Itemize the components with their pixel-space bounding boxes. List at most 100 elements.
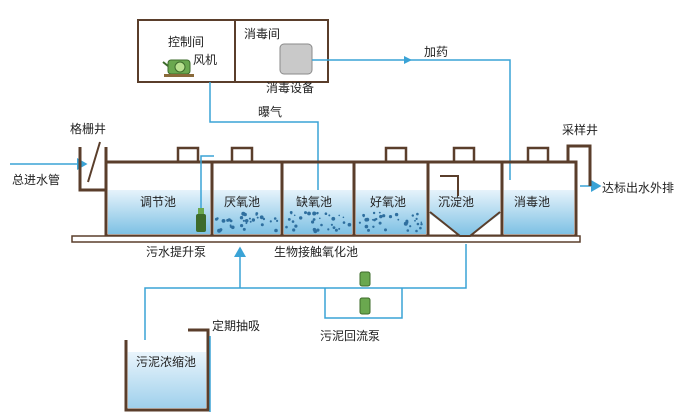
bubble (324, 212, 328, 215)
bubble (338, 227, 341, 230)
sampling-well-label: 采样井 (562, 122, 598, 137)
aerobic-tank-label: 好氧池 (370, 195, 406, 209)
sludge-return-pump-label: 污泥回流泵 (320, 329, 380, 343)
bubble (338, 214, 341, 217)
anaerobic-tank-water (214, 190, 280, 234)
bubble (365, 217, 370, 222)
settling-hopper (429, 211, 501, 237)
screen-bars (87, 141, 101, 183)
bubble (262, 217, 266, 221)
dosing-pipe (312, 59, 511, 180)
bubble (244, 219, 249, 223)
lift-pump-label: 污水提升泵 (146, 244, 206, 259)
main-inlet-label: 总进水管 (12, 172, 60, 187)
bubble (367, 228, 370, 232)
anoxic-tank-label: 缺氧池 (296, 194, 332, 209)
bubble (419, 226, 422, 230)
bubble (240, 224, 244, 228)
bubble (378, 211, 381, 214)
bubble (307, 211, 311, 216)
bubble (411, 214, 414, 217)
bubble (342, 221, 346, 224)
bubble (255, 213, 258, 216)
bubble (420, 223, 423, 226)
bubble (415, 229, 418, 233)
bubble (260, 223, 264, 227)
bubble (420, 221, 423, 224)
sampling-well-wall (566, 144, 592, 186)
dosing-label: 加药 (424, 45, 448, 59)
bubble (342, 216, 345, 219)
equalization-tank-label: 调节池 (140, 195, 176, 209)
bubble (358, 221, 361, 224)
bubble (312, 218, 316, 221)
bubble (334, 228, 338, 232)
bubble (319, 217, 321, 220)
bubble (320, 223, 323, 227)
bubble (415, 217, 418, 220)
bubble (248, 217, 251, 220)
bubble (287, 218, 291, 221)
bubble (382, 214, 386, 218)
bubble (372, 225, 375, 228)
bubble (221, 219, 226, 223)
control-room-label: 控制间 (168, 35, 204, 49)
disinfect-equipment-label: 消毒设备 (266, 81, 314, 95)
sludge-thickener-water (128, 352, 206, 408)
bubble (409, 225, 412, 228)
aeration-bubbles (214, 211, 423, 234)
bubble (231, 225, 235, 230)
bubble (249, 220, 252, 223)
bubble (299, 216, 303, 220)
aeration-label: 曝气 (258, 104, 282, 119)
bubble (327, 228, 330, 231)
bubble (332, 226, 336, 230)
tank-partitions (210, 162, 504, 236)
bubble (328, 214, 331, 217)
equalization-tank-water (108, 190, 210, 234)
disinfection-tank-label: 消毒池 (514, 195, 550, 209)
disinfection-tank-water (504, 190, 574, 234)
lift-pump-icon (196, 208, 206, 232)
bubble (414, 219, 416, 222)
bubble (371, 219, 374, 221)
bubble (273, 217, 277, 220)
sludge-thickener-label: 污泥浓缩池 (136, 354, 196, 369)
bubble (274, 228, 278, 233)
bubble (290, 212, 293, 215)
manholes (176, 146, 550, 162)
bubble (416, 212, 419, 216)
bubble (405, 221, 409, 224)
bubble (276, 219, 279, 222)
bubble (379, 214, 383, 219)
discharge-label: 达标出水外排 (602, 181, 674, 195)
bubble (330, 223, 333, 226)
disinfect-equipment-icon (279, 43, 313, 75)
dosing-arrow (404, 56, 412, 64)
bubble (242, 219, 245, 222)
bubble (242, 227, 246, 231)
aeration-pipe (209, 82, 319, 215)
bubble (259, 215, 264, 220)
bubble (292, 228, 296, 232)
settling-tank-water (430, 190, 500, 236)
bubble (214, 217, 218, 221)
bubble (294, 224, 298, 228)
bubble (312, 227, 317, 232)
bubble (388, 215, 393, 219)
bubble (316, 212, 319, 215)
bubble (311, 220, 315, 224)
contact-oxidation-label: 生物接触氧化池 (274, 244, 358, 259)
sludge-return-pump-icon (359, 271, 371, 315)
disinfect-room-label: 消毒间 (244, 27, 280, 41)
blower-icon (162, 59, 194, 77)
settling-inlet-baffle (440, 175, 459, 196)
bubble (397, 218, 400, 221)
bubble (293, 214, 296, 217)
sludge-thickener-wall (124, 328, 210, 412)
bubble (229, 224, 232, 227)
bubble (406, 229, 410, 232)
bubble (364, 224, 369, 229)
